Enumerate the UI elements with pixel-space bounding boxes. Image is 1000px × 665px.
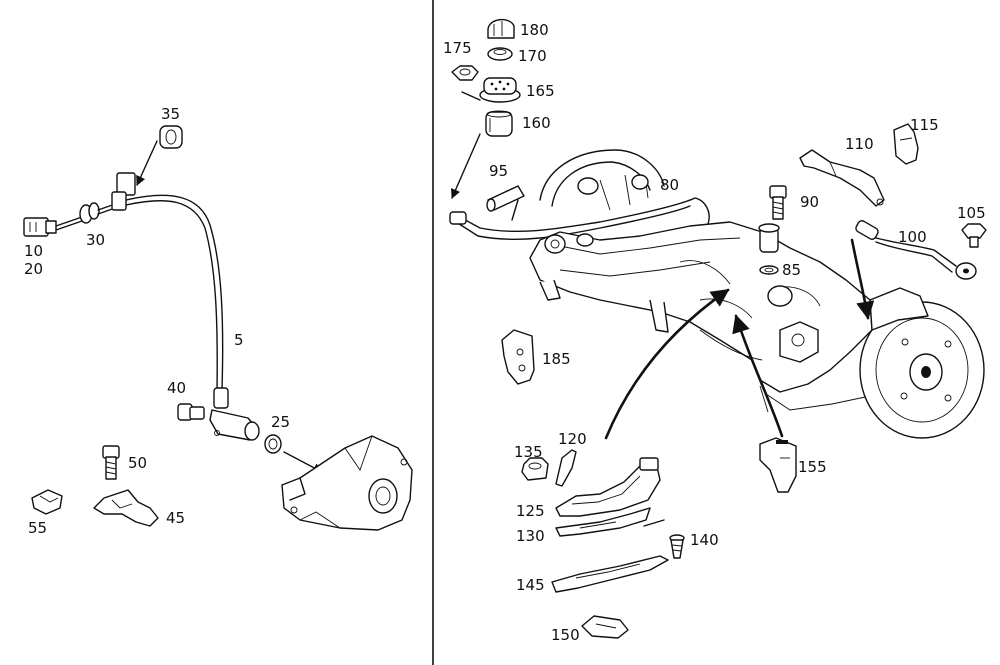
mount-part-165 <box>461 77 521 103</box>
callout-85: 85 <box>782 261 801 279</box>
bracket-part-155 <box>759 437 797 493</box>
callout-50: 50 <box>128 454 147 472</box>
callout-35: 35 <box>161 105 180 123</box>
bracket-part-185 <box>501 329 535 385</box>
wheel-hub <box>859 287 985 439</box>
callout-135: 135 <box>514 443 543 461</box>
callout-30: 30 <box>86 231 105 249</box>
callout-145: 145 <box>516 576 545 594</box>
callout-120: 120 <box>558 430 587 448</box>
o-ring-part <box>264 434 282 454</box>
callout-180: 180 <box>520 21 549 39</box>
clip-part-55 <box>31 489 63 515</box>
heat-shield-part-130 <box>555 507 651 537</box>
link-part-100 <box>855 220 977 280</box>
callout-20: 20 <box>24 260 43 278</box>
callout-175: 175 <box>443 39 472 57</box>
callout-95: 95 <box>489 162 508 180</box>
nut-part-135 <box>521 457 549 481</box>
callout-10: 10 <box>24 242 43 260</box>
nut-part-175 <box>451 65 479 81</box>
callout-80: 80 <box>660 176 679 194</box>
bracket-part-45 <box>93 489 159 527</box>
nut-part-105 <box>961 223 987 248</box>
callout-45: 45 <box>166 509 185 527</box>
callout-140: 140 <box>690 531 719 549</box>
arrow-100 <box>850 238 875 320</box>
callout-110: 110 <box>845 135 874 153</box>
cap-part-180 <box>487 19 515 39</box>
bracket-part-120 <box>555 449 577 487</box>
callout-90: 90 <box>800 193 819 211</box>
connector-part <box>23 217 57 237</box>
rear-axle-assembly <box>529 149 873 413</box>
left-panel <box>23 125 413 531</box>
clip-part-115 <box>893 123 919 165</box>
callout-170: 170 <box>518 47 547 65</box>
speedometer-cable <box>125 194 224 391</box>
callout-55: 55 <box>28 519 47 537</box>
callout-150: 150 <box>551 626 580 644</box>
callout-100: 100 <box>898 228 927 246</box>
arrow-155 <box>732 314 784 438</box>
callout-labels: 10 20 30 35 5 40 25 50 45 55 175 180 170… <box>24 21 986 644</box>
bolt-part <box>102 445 120 480</box>
callout-25: 25 <box>271 413 290 431</box>
callout-105: 105 <box>957 204 986 222</box>
heat-shield-part-145 <box>551 555 669 593</box>
sensor-cable <box>55 216 83 227</box>
grommet-part <box>79 202 100 224</box>
sensor-part <box>209 387 260 441</box>
mount-part-85 <box>758 223 780 275</box>
bracket-part-110 <box>799 149 885 207</box>
screw-part-140 <box>643 519 685 559</box>
callout-185: 185 <box>542 350 571 368</box>
callout-115: 115 <box>910 116 939 134</box>
bolt-part-90 <box>769 185 787 220</box>
callout-40: 40 <box>167 379 186 397</box>
bush-part-160 <box>485 110 513 137</box>
differential-housing <box>281 435 413 531</box>
arrow-120 <box>604 288 730 440</box>
callout-125: 125 <box>516 502 545 520</box>
callout-165: 165 <box>526 82 555 100</box>
cable-bracket <box>111 172 136 211</box>
heat-shield-part-125 <box>555 457 661 517</box>
bush-part <box>159 125 183 149</box>
rod-part-95 <box>486 185 525 212</box>
right-panel <box>449 19 987 639</box>
plug-part <box>177 403 205 421</box>
clip-part-150 <box>581 615 629 639</box>
callout-155: 155 <box>798 458 827 476</box>
callout-160: 160 <box>522 114 551 132</box>
callout-130: 130 <box>516 527 545 545</box>
callout-5: 5 <box>234 331 244 349</box>
